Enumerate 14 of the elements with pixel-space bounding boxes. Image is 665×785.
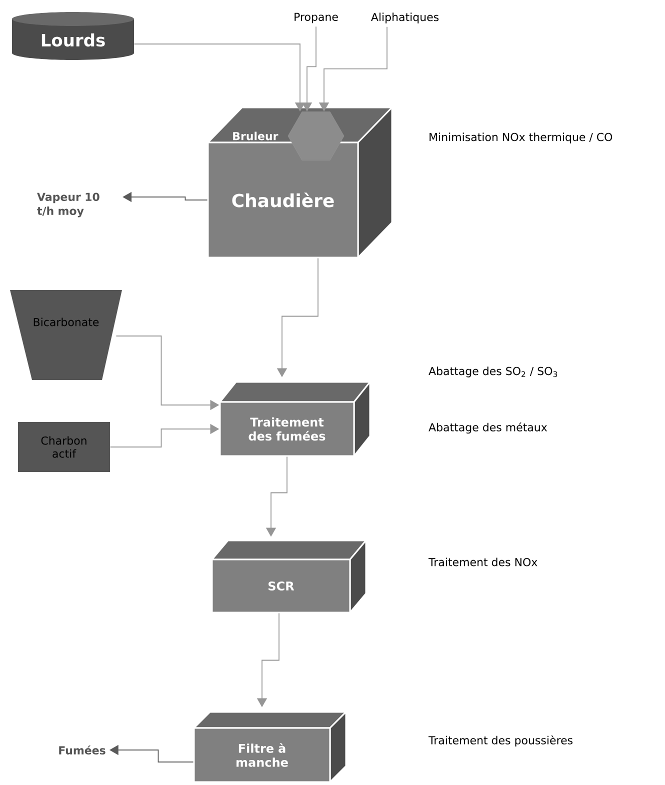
annotation: Abattage des SO$_{2}$ / SO$_{3}$	[428, 366, 558, 378]
annotation: Traitement des NOx	[428, 558, 538, 566]
node-label: Bruleur	[233, 132, 278, 140]
input-label: Aliphatiques	[371, 12, 439, 24]
tank: Lourds	[12, 12, 134, 60]
burner: Bruleur	[233, 112, 344, 160]
annotation: Traitement des poussières	[428, 735, 572, 747]
output-label: Fumées	[59, 746, 106, 754]
annotation: Abattage des métaux	[428, 422, 548, 434]
box: Charbon actif	[18, 422, 110, 472]
input-label: Propane	[294, 12, 338, 24]
hopper: Bicarbonate	[10, 290, 122, 380]
annotation: Minimisation NOx thermique / CO	[430, 132, 612, 144]
output-label: Vapeur 10 t/h moy	[37, 192, 100, 218]
